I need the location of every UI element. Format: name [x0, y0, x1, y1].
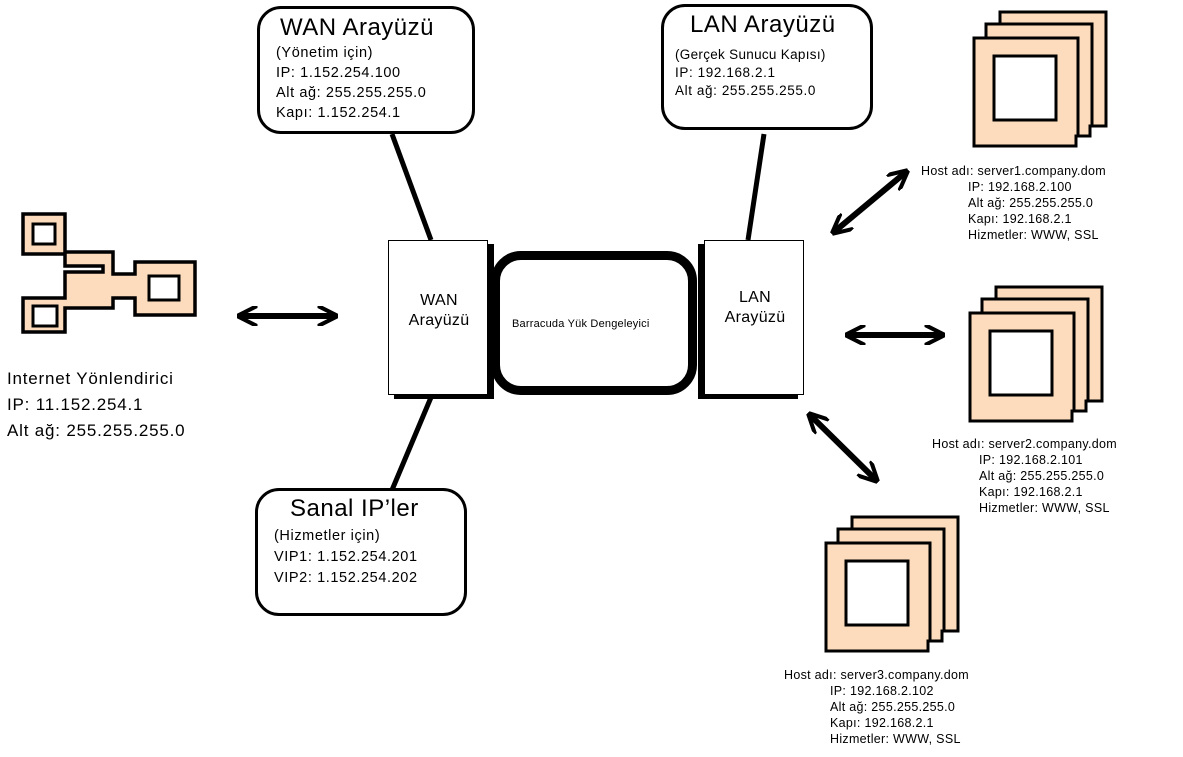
server2-ip: IP: 192.168.2.101	[979, 453, 1083, 467]
vip-callout-line-1: (Hizmetler için)	[274, 528, 381, 544]
wan-callout-connector	[389, 133, 434, 241]
server1-ip: IP: 192.168.2.100	[968, 180, 1072, 194]
server2-hostname: Host adı: server2.company.dom	[932, 437, 1117, 451]
server1-hostname: Host adı: server1.company.dom	[921, 164, 1106, 178]
lan-callout-line-2: IP: 192.168.2.1	[675, 65, 776, 80]
server2-subnet: Alt ağ: 255.255.255.0	[979, 469, 1105, 483]
wan-panel-label-line-2: Arayüzü	[408, 312, 470, 329]
router-ip: IP: 11.152.254.1	[7, 395, 144, 414]
load-balancer-core	[491, 251, 697, 395]
router-icon	[21, 212, 197, 334]
server3-icon	[824, 515, 960, 653]
server1-info: Host adı: server1.company.dom IP: 192.16…	[921, 163, 1106, 243]
lan-callout-connector	[745, 133, 767, 241]
server1-subnet: Alt ağ: 255.255.255.0	[968, 196, 1094, 210]
lan-panel-label-line-1: LAN	[738, 289, 772, 306]
wan-interface-callout: WAN Arayüzü (Yönetim için) IP: 1.152.254…	[257, 6, 475, 134]
wan-callout-title: WAN Arayüzü	[280, 14, 434, 41]
lan-callout-line-1: (Gerçek Sunucu Kapısı)	[675, 47, 826, 62]
virtual-ip-callout: Sanal IP’ler (Hizmetler için) VIP1: 1.15…	[255, 488, 467, 616]
server1-icon	[972, 10, 1108, 148]
server1-services: Hizmetler: WWW, SSL	[968, 228, 1099, 242]
load-balancer-label: Barracuda Yük Dengeleyici	[512, 318, 650, 330]
router-subnet: Alt ağ: 255.255.255.0	[7, 421, 186, 440]
router-title: Internet Yönlendirici	[7, 369, 174, 388]
lan-interface-callout: LAN Arayüzü (Gerçek Sunucu Kapısı) IP: 1…	[661, 4, 873, 130]
vip-callout-title: Sanal IP’ler	[290, 495, 419, 522]
lan-interface-panel: LAN Arayüzü	[704, 240, 804, 395]
wan-callout-line-2: IP: 1.152.254.100	[276, 65, 401, 81]
wan-interface-panel: WAN Arayüzü	[388, 240, 488, 395]
server2-gateway: Kapı: 192.168.2.1	[979, 485, 1083, 499]
server3-services: Hizmetler: WWW, SSL	[830, 732, 961, 746]
server3-hostname: Host adı: server3.company.dom	[784, 668, 969, 682]
lan-callout-line-3: Alt ağ: 255.255.255.0	[675, 83, 816, 98]
lan-panel-label: LAN Arayüzü	[705, 288, 805, 328]
server3-info: Host adı: server3.company.dom IP: 192.16…	[784, 667, 969, 747]
server3-ip: IP: 192.168.2.102	[830, 684, 934, 698]
server2-icon	[968, 285, 1104, 423]
wan-callout-line-1: (Yönetim için)	[276, 45, 374, 61]
wan-callout-line-4: Kapı: 1.152.254.1	[276, 105, 401, 121]
server1-gateway: Kapı: 192.168.2.1	[968, 212, 1072, 226]
lan-panel-label-line-2: Arayüzü	[724, 309, 786, 326]
server2-info: Host adı: server2.company.dom IP: 192.16…	[932, 436, 1117, 516]
vip-callout-connector	[389, 394, 435, 491]
vip-callout-line-2: VIP1: 1.152.254.201	[274, 549, 418, 565]
lan-callout-title: LAN Arayüzü	[690, 11, 836, 38]
router-info: Internet Yönlendirici IP: 11.152.254.1 A…	[7, 366, 185, 444]
server2-services: Hizmetler: WWW, SSL	[979, 501, 1110, 515]
vip-callout-line-3: VIP2: 1.152.254.202	[274, 570, 418, 586]
server3-gateway: Kapı: 192.168.2.1	[830, 716, 934, 730]
wan-panel-label-line-1: WAN	[420, 292, 458, 309]
server3-subnet: Alt ağ: 255.255.255.0	[830, 700, 956, 714]
server1-arrow	[834, 172, 906, 232]
wan-panel-label: WAN Arayüzü	[389, 291, 489, 331]
wan-callout-line-3: Alt ağ: 255.255.255.0	[276, 85, 427, 101]
server3-arrow	[810, 415, 876, 480]
